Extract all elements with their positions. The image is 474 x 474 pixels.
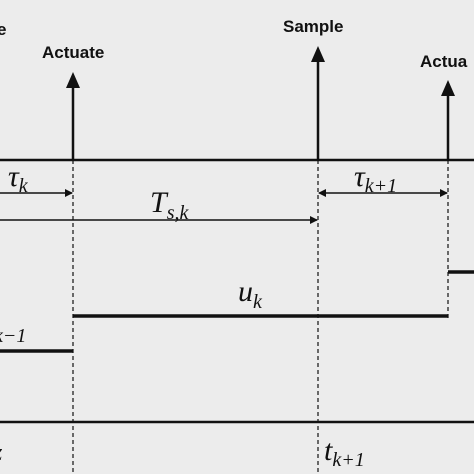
actuate-label-2: Actua xyxy=(420,52,468,71)
actuate-label-1: Actuate xyxy=(42,43,104,62)
u-k-label: uk xyxy=(238,275,263,313)
u-prev-label: k−1 xyxy=(0,325,26,347)
edge-text-top-left: e xyxy=(0,20,6,39)
actuate-arrow-2 xyxy=(441,80,455,160)
actuate-arrow-1 xyxy=(66,72,80,160)
ts-k-label: Ts,k xyxy=(150,186,189,224)
tau-k1-label: τk+1 xyxy=(354,160,397,197)
sample-label: Sample xyxy=(283,17,343,36)
edge-text-bottom-left: z xyxy=(0,440,3,466)
control-signal xyxy=(0,270,474,353)
sample-arrow xyxy=(311,46,325,160)
tau-k-label: τk xyxy=(8,160,29,197)
t-k1-label: tk+1 xyxy=(324,434,365,471)
